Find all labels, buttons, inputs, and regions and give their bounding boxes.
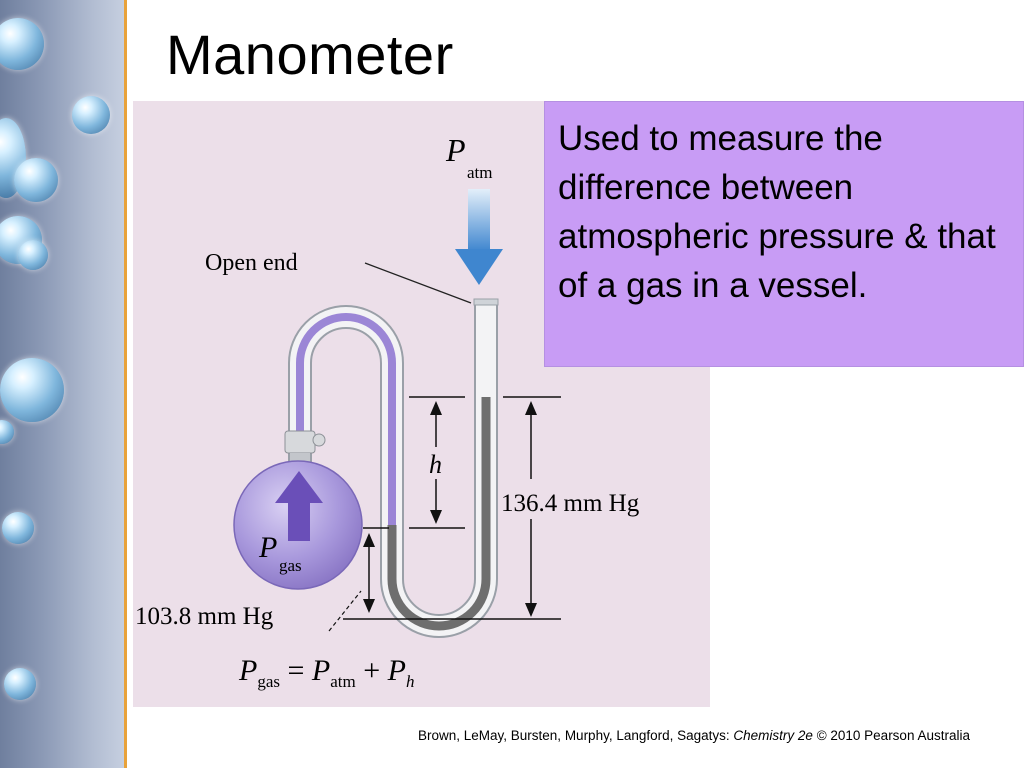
gas-pressure-arrow bbox=[275, 471, 323, 541]
eq-plus: + bbox=[356, 654, 388, 687]
gas-height-dimension bbox=[328, 527, 561, 632]
manometer-diagram: P atm Open end P gas bbox=[135, 132, 640, 691]
u-tube bbox=[288, 298, 499, 638]
bubble-decoration bbox=[14, 158, 58, 202]
decorative-sidebar bbox=[0, 0, 124, 768]
right-measurement: 136.4 mm Hg bbox=[501, 490, 640, 517]
eq-p-gas: P bbox=[238, 654, 257, 687]
pressure-equation: Pgas = Patm + Ph bbox=[238, 654, 415, 691]
eq-p-h: P bbox=[387, 654, 406, 687]
h-dimension bbox=[409, 396, 465, 529]
eq-sub-gas: gas bbox=[257, 672, 280, 691]
bubble-decoration bbox=[0, 420, 14, 444]
p-atm-symbol: P bbox=[445, 132, 466, 168]
callout-text: Used to measure the difference between a… bbox=[558, 119, 996, 305]
p-atm-subscript: atm bbox=[467, 163, 493, 182]
bubble-decoration bbox=[4, 668, 36, 700]
bubble-decoration bbox=[0, 18, 44, 70]
sidebar-accent-border bbox=[124, 0, 127, 768]
eq-p-atm: P bbox=[311, 654, 330, 687]
bubble-decoration bbox=[18, 240, 48, 270]
citation-authors: Brown, LeMay, Bursten, Murphy, Langford,… bbox=[418, 728, 734, 743]
p-gas-symbol: P bbox=[258, 531, 277, 564]
left-measurement: 103.8 mm Hg bbox=[135, 603, 274, 630]
bubble-decoration bbox=[2, 512, 34, 544]
slide-title: Manometer bbox=[166, 23, 454, 86]
total-height-dimension bbox=[503, 396, 561, 617]
bubble-decoration bbox=[0, 358, 64, 422]
bubble-decoration bbox=[72, 96, 110, 134]
atm-pressure-arrow bbox=[455, 189, 503, 285]
eq-equals: = bbox=[280, 654, 312, 687]
manometer-figure: P atm Open end P gas bbox=[133, 101, 710, 707]
p-gas-subscript: gas bbox=[279, 556, 302, 575]
h-label: h bbox=[429, 450, 442, 479]
open-end-label: Open end bbox=[205, 250, 298, 276]
open-end-leader bbox=[364, 262, 472, 304]
citation-footer: Brown, LeMay, Bursten, Murphy, Langford,… bbox=[418, 728, 970, 743]
flask-stopper bbox=[284, 430, 326, 463]
citation-book: Chemistry 2e bbox=[733, 728, 813, 743]
mercury-column bbox=[387, 397, 491, 631]
gas-column bbox=[296, 313, 396, 525]
definition-callout: Used to measure the difference between a… bbox=[544, 101, 1024, 367]
citation-copyright: © 2010 Pearson Australia bbox=[812, 728, 970, 743]
eq-sub-atm: atm bbox=[330, 672, 356, 691]
eq-sub-h: h bbox=[406, 672, 415, 691]
